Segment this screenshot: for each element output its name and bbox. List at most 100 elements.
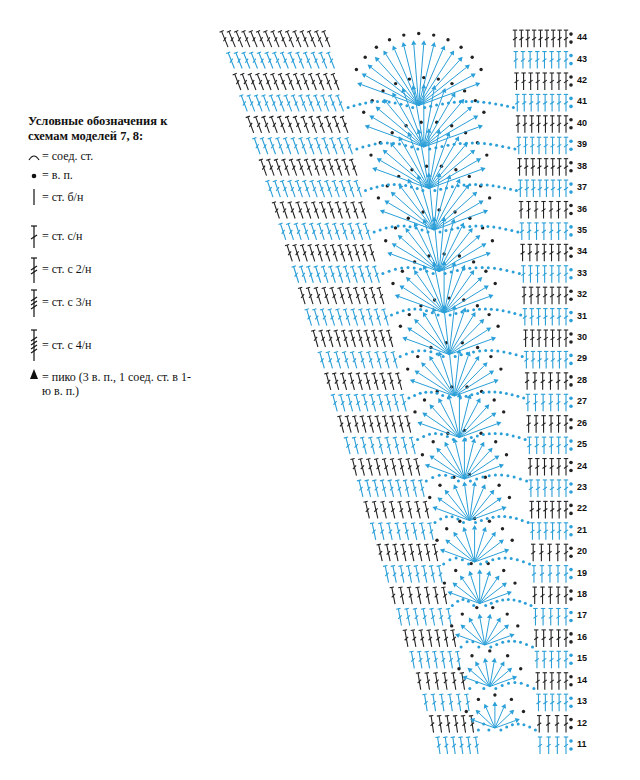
legend-text: = пико (3 в. п., 1 соед. ст. в 1-ю в. п.… bbox=[42, 370, 192, 398]
chain-dot bbox=[519, 641, 522, 644]
fan-stitch bbox=[449, 542, 475, 562]
chain-dot bbox=[416, 438, 419, 441]
chain-dot bbox=[482, 433, 485, 436]
stitch-symbol bbox=[564, 309, 568, 326]
stitch-symbol bbox=[557, 309, 561, 326]
picot-symbol bbox=[414, 270, 419, 275]
stitch-symbol bbox=[302, 180, 312, 198]
stitch-symbol bbox=[557, 351, 561, 368]
row-number: 32 bbox=[577, 289, 587, 300]
stitch-symbol bbox=[256, 31, 266, 48]
stitch-symbol bbox=[435, 737, 442, 754]
stitch-symbol bbox=[346, 180, 356, 198]
chain-dot bbox=[477, 142, 480, 145]
chain-dot bbox=[518, 600, 521, 603]
stitch-symbol bbox=[537, 330, 541, 347]
chain-dot bbox=[509, 516, 512, 519]
stitch-symbol bbox=[335, 95, 345, 112]
chain-dot bbox=[482, 687, 485, 690]
chain-dot bbox=[506, 654, 509, 657]
stitch-symbol bbox=[406, 458, 414, 476]
chain-dot bbox=[394, 226, 397, 229]
stitch-symbol bbox=[331, 73, 341, 90]
stitch-symbol bbox=[549, 202, 553, 219]
chain-dot bbox=[466, 309, 469, 312]
chain-dot bbox=[498, 557, 501, 560]
chain-dot bbox=[407, 217, 410, 220]
stitch-symbol bbox=[543, 694, 547, 711]
row-number: 22 bbox=[577, 503, 587, 514]
picot-symbol bbox=[395, 294, 400, 299]
stitch-symbol bbox=[358, 351, 367, 369]
picot-symbol bbox=[466, 351, 471, 356]
stitch-symbol bbox=[528, 266, 532, 283]
stitch-symbol bbox=[292, 266, 301, 284]
chain-dot bbox=[476, 435, 479, 438]
stitch-symbol bbox=[537, 137, 541, 154]
stitch-symbol bbox=[557, 30, 561, 47]
fan-stitch bbox=[386, 54, 419, 105]
chain-dot bbox=[423, 106, 426, 109]
stitch-symbol bbox=[383, 566, 391, 584]
chain-dot bbox=[525, 480, 528, 483]
fan-stitch bbox=[366, 76, 419, 106]
chain-dot bbox=[516, 395, 519, 398]
stitch-symbol bbox=[325, 223, 334, 241]
stitch-symbol bbox=[286, 223, 295, 241]
fan-stitch bbox=[456, 536, 475, 563]
stitch-symbol bbox=[291, 138, 301, 155]
stitch-symbol bbox=[398, 566, 406, 584]
fan-stitch bbox=[449, 316, 473, 355]
stitch-symbol bbox=[328, 266, 337, 284]
stitch-symbol bbox=[432, 651, 439, 668]
stitch-symbol bbox=[536, 116, 540, 133]
stitch-symbol bbox=[384, 544, 392, 562]
stitch-symbol bbox=[263, 73, 273, 90]
picot-symbol bbox=[470, 270, 475, 275]
picot-symbol bbox=[459, 99, 464, 104]
picot-symbol bbox=[376, 107, 381, 112]
stitch-symbol bbox=[534, 416, 538, 433]
stitch-symbol bbox=[330, 244, 339, 262]
stitch-symbol bbox=[437, 566, 445, 584]
fan-stitch bbox=[403, 288, 444, 313]
chain-dot bbox=[495, 144, 498, 147]
chain-dot bbox=[442, 355, 445, 358]
fan-stitch bbox=[454, 360, 477, 396]
chain-dot bbox=[449, 314, 452, 317]
stitch-symbol bbox=[532, 30, 536, 47]
stitch-symbol bbox=[564, 373, 568, 390]
chain-dot bbox=[463, 184, 466, 187]
chain-dot bbox=[493, 267, 496, 270]
stitch-symbol bbox=[473, 737, 480, 754]
chain-dot bbox=[516, 558, 519, 561]
picot-symbol bbox=[462, 437, 467, 442]
fan-stitch bbox=[424, 366, 454, 397]
stitch-symbol bbox=[350, 351, 359, 369]
chain-dot bbox=[569, 97, 573, 101]
fan-stitch bbox=[373, 118, 424, 147]
chain-dot bbox=[353, 104, 356, 107]
chain-dot bbox=[492, 516, 495, 519]
stitch-symbol bbox=[429, 566, 437, 584]
stitch-symbol bbox=[321, 138, 331, 155]
picot-symbol bbox=[441, 45, 446, 50]
chain-dot bbox=[499, 367, 502, 370]
stitch-symbol bbox=[227, 31, 237, 48]
row-number: 33 bbox=[577, 268, 587, 279]
picot-symbol bbox=[509, 633, 514, 638]
chain-dot bbox=[569, 482, 573, 486]
stitch-symbol bbox=[542, 52, 546, 69]
chain-dot bbox=[513, 148, 516, 151]
stitch-symbol bbox=[348, 223, 357, 241]
stitch-symbol bbox=[314, 287, 323, 305]
chain-dot bbox=[504, 228, 507, 231]
stitch-symbol bbox=[453, 715, 460, 732]
fan-stitch bbox=[450, 354, 455, 397]
stitch-symbol bbox=[537, 351, 541, 368]
chain-dot bbox=[451, 185, 454, 188]
chain-dot bbox=[408, 313, 411, 316]
stitch-symbol bbox=[249, 31, 259, 48]
picot-symbol bbox=[357, 82, 362, 87]
chain-dot bbox=[488, 649, 491, 652]
